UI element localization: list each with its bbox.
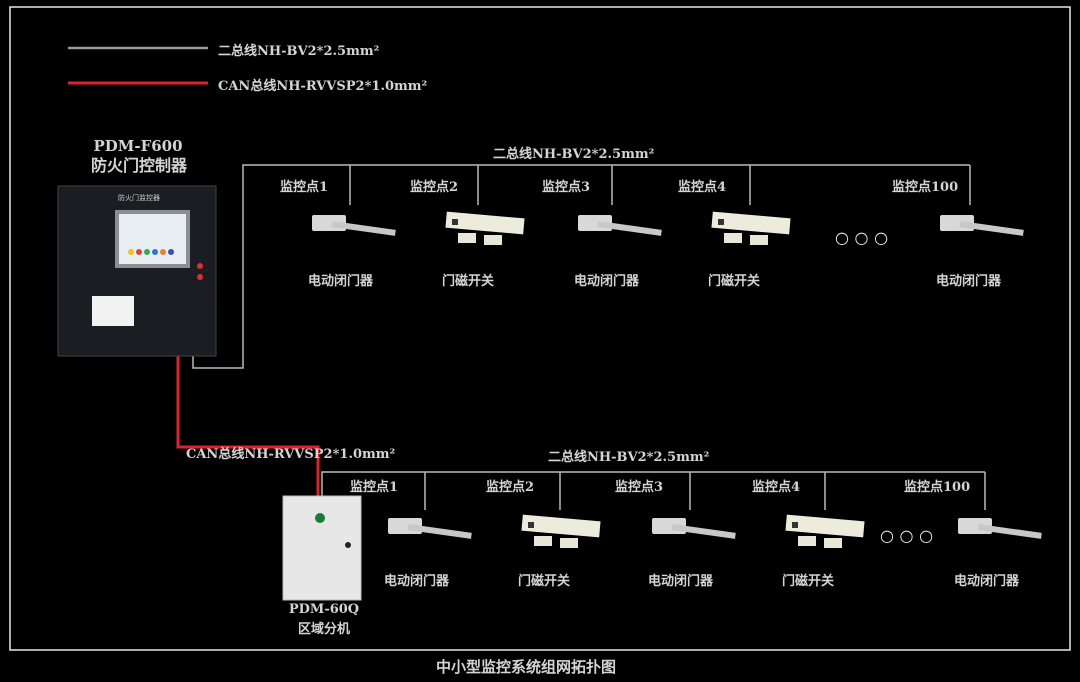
legend-bus-label: 二总线NH-BV2*2.5mm² [218,44,380,59]
device-label: 门磁开关 [708,274,761,289]
monitor-point-label: 监控点4 [678,180,727,195]
monitor-point-label: 监控点1 [350,480,399,495]
device-label: 门磁开关 [442,274,495,289]
device-label: 电动闭门器 [648,574,714,589]
sub-unit-cabinet [282,495,362,601]
can-label: CAN总线NH-RVVSP2*1.0mm² [186,447,396,462]
monitor-point-label: 监控点3 [615,480,664,495]
device-label: 电动闭门器 [308,274,374,289]
device-label: 门磁开关 [518,574,571,589]
frame [9,6,1071,651]
controller-panel-title: 防火门监控器 [118,194,160,202]
monitor-point-label: 监控点1 [280,180,329,195]
bottom-bus-line [321,471,985,497]
device-label: 门磁开关 [782,574,835,589]
top-bus-label: 二总线NH-BV2*2.5mm² [493,147,655,162]
ellipsis: ○ ○ ○ [880,526,934,545]
can-bus-line [176,340,320,497]
monitor-point-label: 监控点2 [410,180,459,195]
device-label: 电动闭门器 [384,574,450,589]
monitor-point-label: 监控点4 [752,480,801,495]
top-bus-drops [349,165,971,205]
sub-unit-model: PDM-60Q [288,602,360,617]
monitor-point-label: 监控点100 [892,180,959,195]
bottom-bus-drops [424,472,986,510]
device-label: 电动闭门器 [574,274,640,289]
legend-can-label: CAN总线NH-RVVSP2*1.0mm² [218,79,428,94]
diagram-caption: 中小型监控系统组网拓扑图 [436,658,617,676]
monitor-point-label: 监控点3 [542,180,591,195]
monitor-point-label: 监控点2 [486,480,535,495]
monitor-point-label: 监控点100 [904,480,971,495]
controller-cabinet [57,185,217,357]
device-label: 电动闭门器 [936,274,1002,289]
device-label: 电动闭门器 [954,574,1020,589]
ellipsis: ○ ○ ○ [835,228,889,247]
bottom-bus-label: 二总线NH-BV2*2.5mm² [548,450,710,465]
controller-name: 防火门控制器 [90,156,187,175]
controller-model: PDM-F600 [93,137,183,155]
sub-unit-name: 区域分机 [297,622,350,637]
top-bus-line [192,164,970,369]
